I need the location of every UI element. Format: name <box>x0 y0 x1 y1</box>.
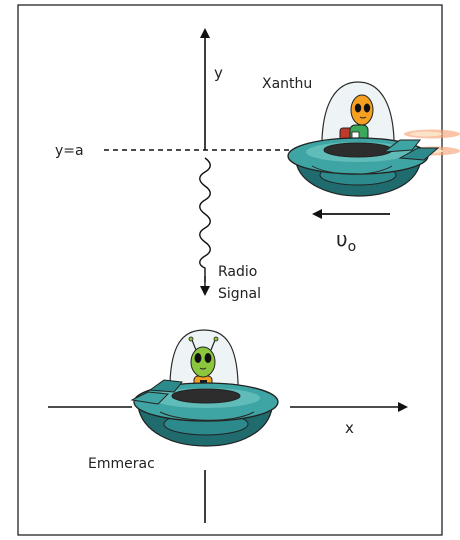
velocity-label: υo <box>336 227 356 255</box>
radio-signal-label-line1: Radio <box>218 264 257 280</box>
emmerac-label: Emmerac <box>88 456 155 472</box>
velocity-subscript: o <box>348 239 357 255</box>
y-equals-a-label: y=a <box>55 143 84 159</box>
x-axis-label: x <box>345 419 354 437</box>
flying-saucer-green-alien-icon <box>130 329 279 447</box>
figure-frame <box>17 4 443 536</box>
xanthu-label: Xanthu <box>262 76 312 92</box>
radio-signal-label-line2: Signal <box>218 286 261 302</box>
y-axis-label: y <box>214 64 223 82</box>
flying-saucer-orange-alien-icon <box>287 81 460 197</box>
velocity-symbol: υ <box>336 227 348 251</box>
radio-signal-wave <box>199 157 211 282</box>
